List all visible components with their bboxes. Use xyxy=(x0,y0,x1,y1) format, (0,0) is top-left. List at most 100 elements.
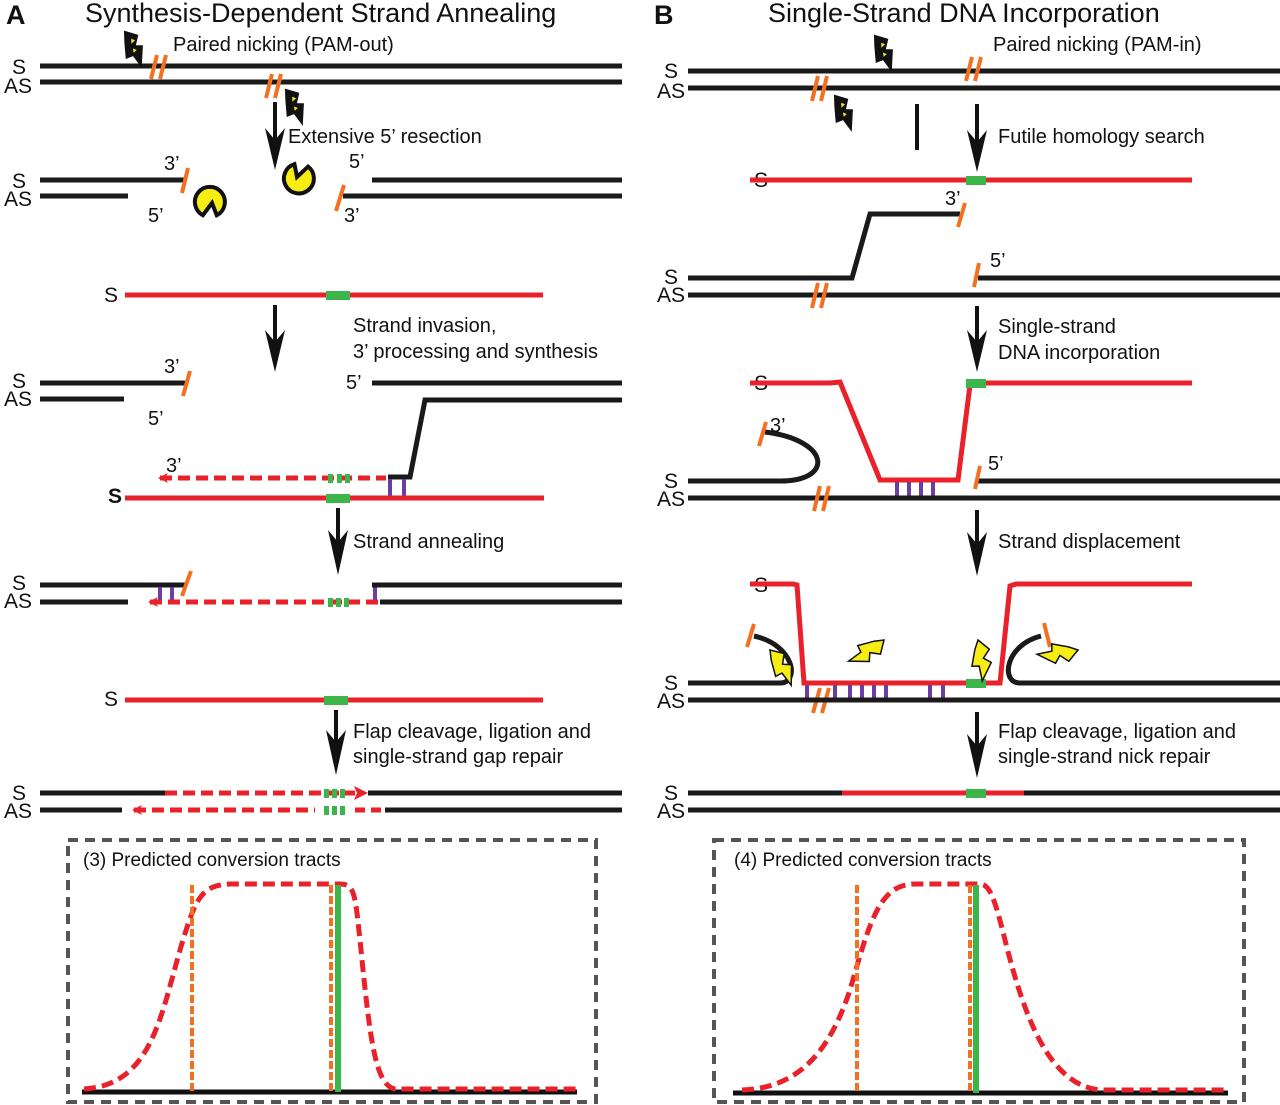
end-label-3: 3’ xyxy=(945,188,961,210)
step-label: Futile homology search xyxy=(998,126,1205,148)
nick-marker xyxy=(181,370,192,397)
step-label: single-strand nick repair xyxy=(998,746,1211,768)
panel-b-title: Single-Strand DNA Incorporation xyxy=(768,0,1160,28)
step-label: Flap cleavage, ligation and xyxy=(998,721,1236,743)
marker-snp xyxy=(966,379,986,388)
marker-snp xyxy=(326,291,350,300)
panel-a-title: Synthesis-Dependent Strand Annealing xyxy=(85,0,556,28)
strand-label-s: S xyxy=(664,782,678,805)
step-arrow-icon xyxy=(915,104,987,172)
marker-snp-copied xyxy=(328,598,349,607)
arrowhead-icon xyxy=(354,786,368,800)
strand-label-s: S xyxy=(12,56,26,79)
step-label: 3’ processing and synthesis xyxy=(353,341,598,363)
strand-label-s: S xyxy=(664,266,678,289)
strand-label-s: S xyxy=(12,782,26,805)
strand-label-as: AS xyxy=(657,488,685,511)
panel-b-letter: B xyxy=(654,0,674,30)
nickase-lightning-icon xyxy=(123,30,143,68)
base-pair-lines xyxy=(158,587,377,600)
end-label-5: 5’ xyxy=(148,205,164,227)
box-title: (3) Predicted conversion tracts xyxy=(83,850,341,871)
nuclease-lightning-icon xyxy=(1034,643,1080,665)
dna-sense-strand-flap xyxy=(688,211,960,281)
dna-antisense-strand-invading xyxy=(388,397,622,480)
step-arrow-icon xyxy=(967,306,987,372)
nickase-lightning-icon xyxy=(873,34,893,72)
strand-label-as: AS xyxy=(4,590,32,613)
strand-label-s: S xyxy=(12,572,26,595)
marker-snp xyxy=(966,789,986,798)
step-label: Strand invasion, xyxy=(353,315,496,337)
strand-label-s: S xyxy=(664,60,678,83)
marker-snp-copied xyxy=(324,789,345,815)
nick-marker xyxy=(180,167,190,194)
marker-snp-copied xyxy=(328,474,350,483)
strand-label-as: AS xyxy=(657,80,685,103)
base-pair-lines xyxy=(388,479,406,496)
step-label: Single-strand xyxy=(998,316,1116,338)
end-label-5: 5’ xyxy=(990,250,1006,272)
nick-marker xyxy=(810,282,829,309)
conversion-tract-curve xyxy=(83,881,577,1092)
end-label-3: 3’ xyxy=(164,356,180,378)
nick-marker xyxy=(972,262,981,288)
conversion-tract-box xyxy=(66,838,598,1104)
conversion-tract-box xyxy=(712,838,1246,1104)
strand-label-as: AS xyxy=(657,690,685,713)
base-pair-lines xyxy=(895,482,935,496)
conversion-tract-curve xyxy=(741,881,1228,1093)
step-label: Paired nicking (PAM-in) xyxy=(993,34,1202,56)
exonuclease-pacman-icon xyxy=(281,161,316,196)
nick-marker xyxy=(180,570,193,597)
marker-snp xyxy=(324,696,348,705)
strand-label-as: AS xyxy=(4,188,32,211)
strand-label-s: S xyxy=(12,370,26,393)
exonuclease-pacman-icon xyxy=(192,185,227,219)
nickase-lightning-icon xyxy=(833,94,853,132)
step-arrow-icon xyxy=(326,710,346,775)
step-label: Extensive 5’ resection xyxy=(288,126,482,148)
marker-snp xyxy=(326,494,350,503)
step-arrow-icon xyxy=(265,102,285,170)
step-label: Strand annealing xyxy=(353,531,504,553)
end-label-3: 3’ xyxy=(164,153,180,175)
step-arrow-icon xyxy=(265,305,285,372)
nick-marker xyxy=(745,623,756,648)
nick-marker xyxy=(757,421,768,447)
nick-marker xyxy=(149,54,168,80)
nick-marker xyxy=(956,202,967,228)
nick-marker xyxy=(964,56,983,82)
end-label-5: 5’ xyxy=(148,408,164,430)
step-label: Flap cleavage, ligation and xyxy=(353,721,591,743)
base-pair-lines xyxy=(805,685,945,699)
strand-label-s: S xyxy=(664,470,678,493)
step-arrow-icon xyxy=(967,712,987,778)
strand-label-s: S xyxy=(104,284,118,307)
end-label-5: 5’ xyxy=(988,453,1004,475)
nuclease-lightning-icon xyxy=(846,639,885,663)
nickase-lightning-icon xyxy=(284,88,304,126)
strand-label-as: AS xyxy=(657,800,685,823)
end-label-3: 3’ xyxy=(166,455,182,477)
marker-snp xyxy=(966,176,986,185)
nuclease-lightning-icon xyxy=(971,638,993,684)
strand-label-s: S xyxy=(664,672,678,695)
dna-sense-strand-flap xyxy=(1005,633,1280,686)
step-label: single-strand gap repair xyxy=(353,746,563,768)
panel-a: A Synthesis-Dependent Strand Annealing S… xyxy=(4,0,622,1104)
nick-marker xyxy=(812,485,831,512)
end-label-3: 3’ xyxy=(770,415,786,437)
nick-marker xyxy=(973,465,982,490)
strand-label-s: S xyxy=(12,170,26,193)
nick-marker xyxy=(810,75,829,102)
nick-marker xyxy=(334,184,346,212)
nick-marker xyxy=(1042,622,1052,648)
step-label: Strand displacement xyxy=(998,531,1181,553)
box-title: (4) Predicted conversion tracts xyxy=(734,850,992,871)
end-label-5: 5’ xyxy=(346,372,362,394)
end-label-3: 3’ xyxy=(344,205,360,227)
donor-strand-incorporated xyxy=(750,581,1192,686)
strand-label-as: AS xyxy=(657,284,685,307)
